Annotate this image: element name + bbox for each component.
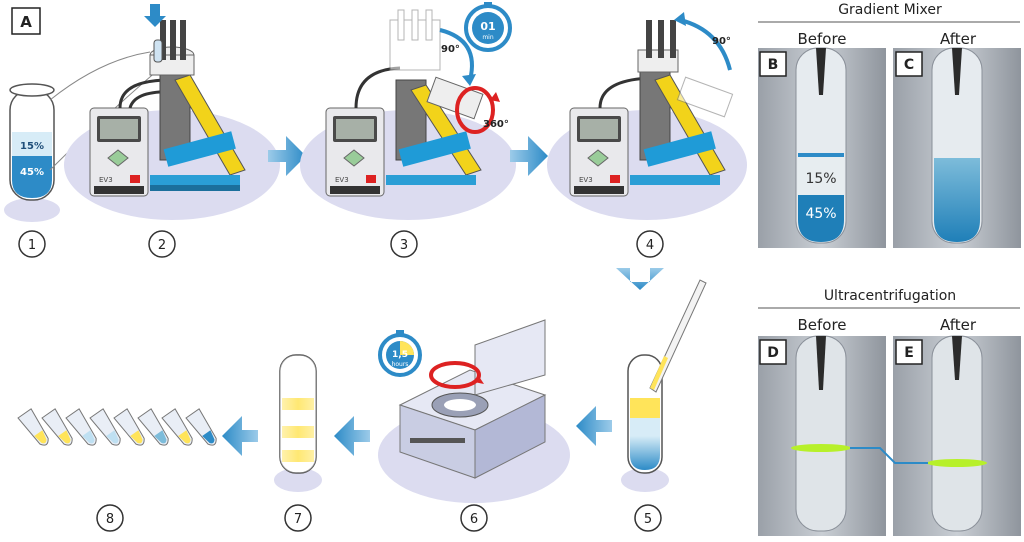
step-number-7: 7 [294,512,302,527]
step4-angle-label: 90° [712,36,731,47]
tube1-bottom-label: 45% [20,167,44,178]
step2-ev3-label: EV3 [99,176,113,184]
photo-b-top-label: 15% [805,171,836,187]
step-number-8: 8 [106,512,114,527]
step3-machine: EV3 01 min 90° 360° [300,2,516,220]
step7-tube [274,354,322,492]
step-number-4: 4 [646,238,654,253]
arrow-3-to-4 [510,136,548,176]
step4-ev3-label: EV3 [579,176,593,184]
step-number-3: 3 [400,238,408,253]
photo-b-bottom-label: 45% [805,206,836,222]
tube1-top-label: 15% [20,141,44,152]
ultracentrifugation-section: Ultracentrifugation Before After D E [758,288,1021,536]
step-number-5: 5 [644,512,652,527]
step3-ev3-label: EV3 [335,176,349,184]
panel-letter-d: D [767,345,779,361]
step8-microtubes [17,408,217,446]
step5-tube [616,268,707,492]
step3-timer-value: 01 [480,20,495,33]
ultracentrifugation-before-label: Before [797,316,846,334]
step-number-1: 1 [28,238,36,253]
step2-machine: EV3 [64,4,280,220]
step3-angle-label: 90° [441,44,460,55]
gradient-mixer-section: Gradient Mixer Before After 15% 45% B C [758,2,1021,248]
step3-timer-unit: min [482,34,494,41]
step-number-2: 2 [158,238,166,253]
ultracentrifugation-after-label: After [940,316,977,334]
step6-timer-value: 1,5 [392,350,408,360]
step6-centrifuge: 1,5 hours [378,319,570,503]
gradient-mixer-title: Gradient Mixer [838,2,942,18]
panel-letter-b: B [768,57,779,73]
arrow-5-to-6 [576,406,612,446]
step-number-6: 6 [470,512,478,527]
panel-letter-a: A [20,13,32,31]
gradient-mixer-after-label: After [940,30,977,48]
arrow-6-to-7 [334,416,370,456]
arrow-2-to-3 [268,136,306,176]
step3-rotation-label: 360° [483,119,509,130]
ultracentrifugation-title: Ultracentrifugation [824,288,956,304]
panel-letter-c: C [904,57,914,73]
step1-tube: 15% 45% [4,51,159,222]
panel-letter-e: E [904,345,914,361]
step6-timer-unit: hours [392,361,409,368]
gradient-mixer-before-label: Before [797,30,846,48]
step4-machine: EV3 90° [547,12,747,220]
arrow-7-to-8 [222,416,258,456]
